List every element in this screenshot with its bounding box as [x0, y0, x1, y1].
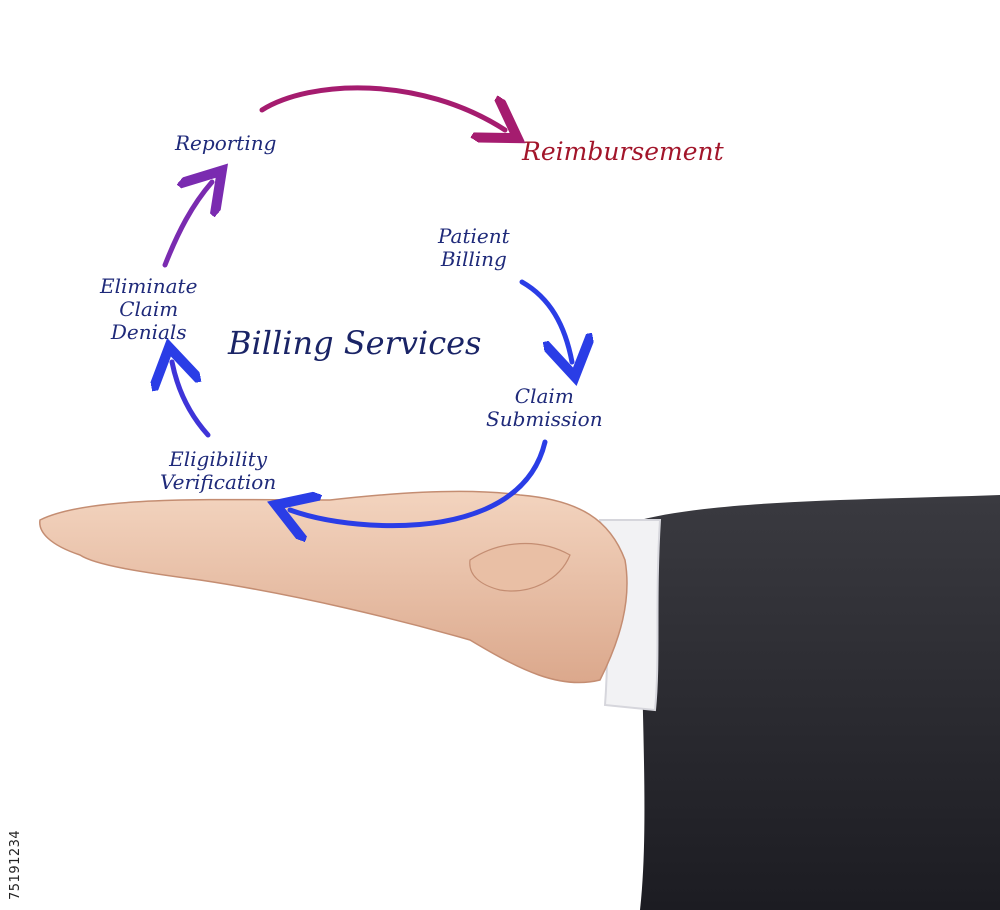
arrow-reporting-to-reimbursement [259, 85, 505, 130]
stock-id-text: 75191234 [8, 829, 23, 900]
step-claim-submission-line-2: Submission [486, 407, 603, 431]
step-reporting-label: Reporting [175, 132, 276, 155]
step-claim-submission-label: Claim Submission [486, 385, 603, 431]
arrow-denials-to-reporting [162, 182, 212, 268]
step-reporting-line-1: Reporting [175, 131, 277, 155]
step-patient-billing-label: Patient Billing [438, 225, 510, 271]
step-eligibility-verification-line-2: Verification [160, 470, 277, 494]
step-eligibility-verification-label: Eligibility Verification [160, 448, 276, 494]
arrow-eligibility-to-denials [172, 362, 211, 438]
step-eligibility-verification-line-1: Eligibility [169, 447, 268, 471]
step-eliminate-denials-line-2: Claim [119, 297, 179, 321]
step-eliminate-denials-line-1: Eliminate [100, 274, 198, 298]
step-claim-submission-line-1: Claim [514, 384, 574, 408]
reimbursement-label: Reimbursement [522, 137, 724, 166]
center-title: Billing Services [228, 324, 482, 362]
step-patient-billing-line-2: Billing [440, 247, 507, 271]
open-hand [39, 490, 628, 684]
arrow-billing-to-submission [519, 279, 572, 362]
step-eliminate-denials-label: Eliminate Claim Denials [100, 275, 197, 344]
arrow-submission-to-eligibility [290, 439, 548, 526]
hand-thumb [469, 542, 571, 592]
step-eliminate-denials-line-3: Denials [110, 320, 187, 344]
suit-sleeve [640, 495, 1000, 910]
step-patient-billing-line-1: Patient [438, 224, 510, 248]
